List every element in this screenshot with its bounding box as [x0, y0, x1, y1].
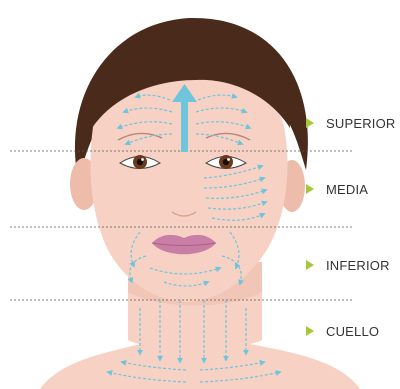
zone-label-media: MEDIA	[306, 180, 368, 198]
zone-label-inferior: INFERIOR	[306, 256, 390, 274]
zone-name: SUPERIOR	[326, 116, 396, 131]
bullet-triangle-icon	[306, 184, 314, 194]
zone-name: MEDIA	[326, 182, 368, 197]
zone-label-superior: SUPERIOR	[306, 114, 396, 132]
zone-name: CUELLO	[326, 324, 379, 339]
bullet-triangle-icon	[306, 326, 314, 336]
zone-name: INFERIOR	[326, 258, 390, 273]
bullet-triangle-icon	[306, 118, 314, 128]
zone-label-cuello: CUELLO	[306, 322, 379, 340]
bullet-triangle-icon	[306, 260, 314, 270]
